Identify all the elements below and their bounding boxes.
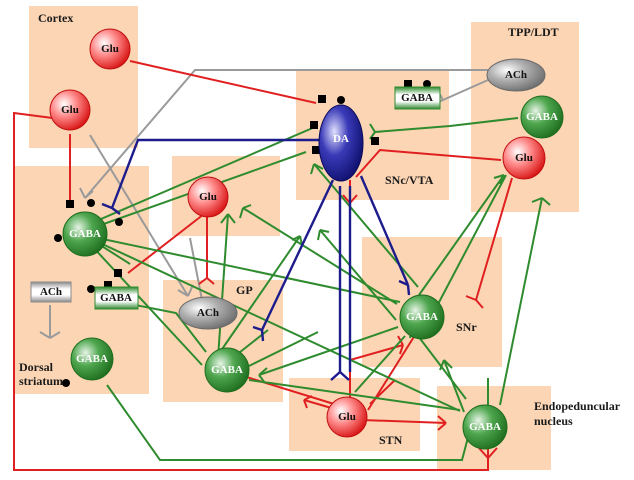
gaba-label: GABA [526, 111, 558, 123]
ach-interneuron-striatum-box: ACh [30, 281, 72, 303]
gaba-neuron-striatum-main: GABA [62, 211, 108, 257]
region-label-nucleus: nucleus [534, 414, 573, 428]
synapse-square-marker [318, 95, 326, 103]
synapse-dot-marker [62, 379, 70, 387]
synapse-dot-marker [54, 234, 62, 242]
gaba-label: GABA [211, 364, 243, 376]
region-label-endopeduncular: Endopeduncular [534, 399, 621, 413]
ach-label: ACh [505, 69, 527, 81]
region-label-snr: SNr [456, 320, 477, 334]
gaba-neuron-gp: GABA [204, 347, 250, 393]
da-label: DA [333, 133, 349, 145]
synapse-dot-marker [87, 285, 95, 293]
gaba-interneuron-snc-box: GABA [394, 86, 441, 110]
synapse-square-marker [404, 80, 412, 88]
glu-neuron-cortex-top: Glu [89, 28, 131, 70]
gaba-label: GABA [100, 292, 132, 304]
dopamine-connections [101, 138, 411, 381]
glu-label: Glu [515, 152, 533, 164]
synapse-dot-marker [337, 96, 345, 104]
glu-label: Glu [199, 191, 217, 203]
gaba-interneuron-striatum-box: GABA [94, 286, 139, 310]
glu-label: Glu [101, 43, 119, 55]
glu-neuron-gp-top: Glu [187, 176, 229, 218]
gaba-label: GABA [406, 311, 438, 323]
synapse-square-marker [371, 137, 379, 145]
synapse-dot-marker [423, 80, 431, 88]
region-label-tpp-ldt: TPP/LDT [508, 25, 559, 39]
region-labels: Cortex TPP/LDT SNc/VTA GP SNr Dorsal str… [19, 11, 621, 447]
glu-neuron-stn: Glu [326, 396, 368, 438]
ach-label: ACh [40, 286, 62, 298]
synapse-markers [54, 80, 431, 387]
glu-label: Glu [338, 411, 356, 423]
ach-neuron-gp: ACh [178, 296, 238, 330]
glu-neuron-tpp: Glu [502, 136, 546, 180]
region-label-dorsal: Dorsal [19, 360, 54, 374]
gaba-label: GABA [76, 353, 108, 365]
cholinergic-connections [39, 69, 489, 339]
da-neuron-snc: DA [318, 104, 364, 182]
region-label-cortex: Cortex [38, 11, 73, 25]
neuron-nodes: Glu Glu ACh GABA GABA DA Glu GABA [30, 28, 564, 450]
region-label-snc-vta: SNc/VTA [385, 173, 434, 187]
gaba-neuron-endopeduncular: GABA [462, 404, 508, 450]
gaba-neuron-snr: GABA [399, 294, 445, 340]
synapse-dot-marker [115, 218, 123, 226]
synapse-square-marker [310, 121, 318, 129]
gaba-label: GABA [469, 421, 501, 433]
ach-neuron-tpp: ACh [486, 58, 546, 92]
region-label-striatum: striatum [19, 374, 63, 388]
synapse-square-marker [104, 281, 112, 289]
excitatory-connections [13, 60, 513, 471]
synapse-square-marker [114, 269, 122, 277]
synapse-square-marker [312, 146, 320, 154]
ach-label: ACh [197, 307, 219, 319]
synapse-dot-marker [87, 199, 95, 207]
region-label-stn: STN [379, 433, 403, 447]
gaba-label: GABA [69, 228, 101, 240]
region-label-gp: GP [236, 283, 253, 297]
gaba-neuron-tpp: GABA [520, 95, 564, 139]
gaba-neuron-striatum-lower: GABA [70, 337, 114, 381]
gaba-label: GABA [401, 92, 433, 104]
glu-neuron-cortex-left: Glu [49, 89, 91, 131]
synapse-square-marker [66, 200, 74, 208]
glu-label: Glu [61, 104, 79, 116]
region-cortex [29, 6, 138, 148]
